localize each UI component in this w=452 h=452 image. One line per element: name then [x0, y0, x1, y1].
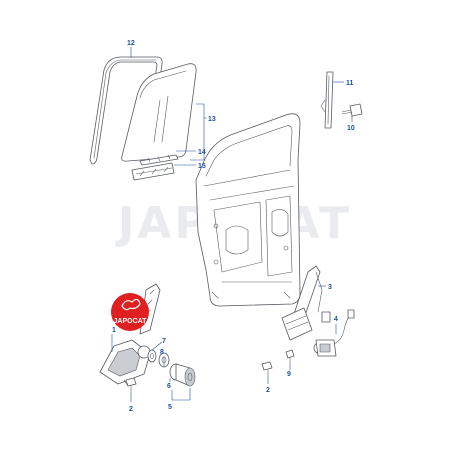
- leader-lines: [111, 47, 353, 402]
- callout-3: 3: [328, 284, 332, 291]
- screw-part-right: [261, 361, 273, 379]
- callout-12: 12: [127, 40, 135, 47]
- callout-1: 1: [112, 327, 116, 334]
- bolt-part-9: [285, 349, 295, 367]
- bolt-part-10: [341, 103, 363, 117]
- logo-badge: [111, 293, 149, 331]
- glass-channel-part: [139, 154, 179, 166]
- crank-knob-part: [169, 363, 196, 387]
- logo-cat-icon: [121, 298, 141, 311]
- glass-sash-part: [131, 162, 175, 181]
- callout-13: 13: [208, 116, 216, 123]
- japocat-logo: JAPOCAT: [111, 293, 149, 331]
- callout-4: 4: [334, 316, 338, 323]
- rear-channel-part: [320, 71, 334, 129]
- door-glass-part: [121, 63, 197, 162]
- screw-part-left: [125, 377, 137, 395]
- callout-2-right: 2: [266, 387, 270, 394]
- callout-2-left: 2: [129, 406, 133, 413]
- glass-run-channel-part: [89, 56, 163, 165]
- callout-10: 10: [347, 125, 355, 132]
- callout-5: 5: [168, 404, 172, 411]
- window-regulator-part: [281, 265, 331, 341]
- door-panel: [195, 113, 301, 307]
- washer-part-7: [147, 349, 157, 363]
- callout-15: 15: [198, 163, 206, 170]
- callout-7: 7: [162, 338, 166, 345]
- callout-8: 8: [160, 349, 164, 356]
- callout-14: 14: [198, 149, 206, 156]
- regulator-motor-part: [313, 309, 355, 357]
- callout-11: 11: [346, 80, 354, 87]
- callout-9: 9: [287, 371, 291, 378]
- logo-text: JAPOCAT: [114, 318, 148, 325]
- callout-6: 6: [167, 383, 171, 390]
